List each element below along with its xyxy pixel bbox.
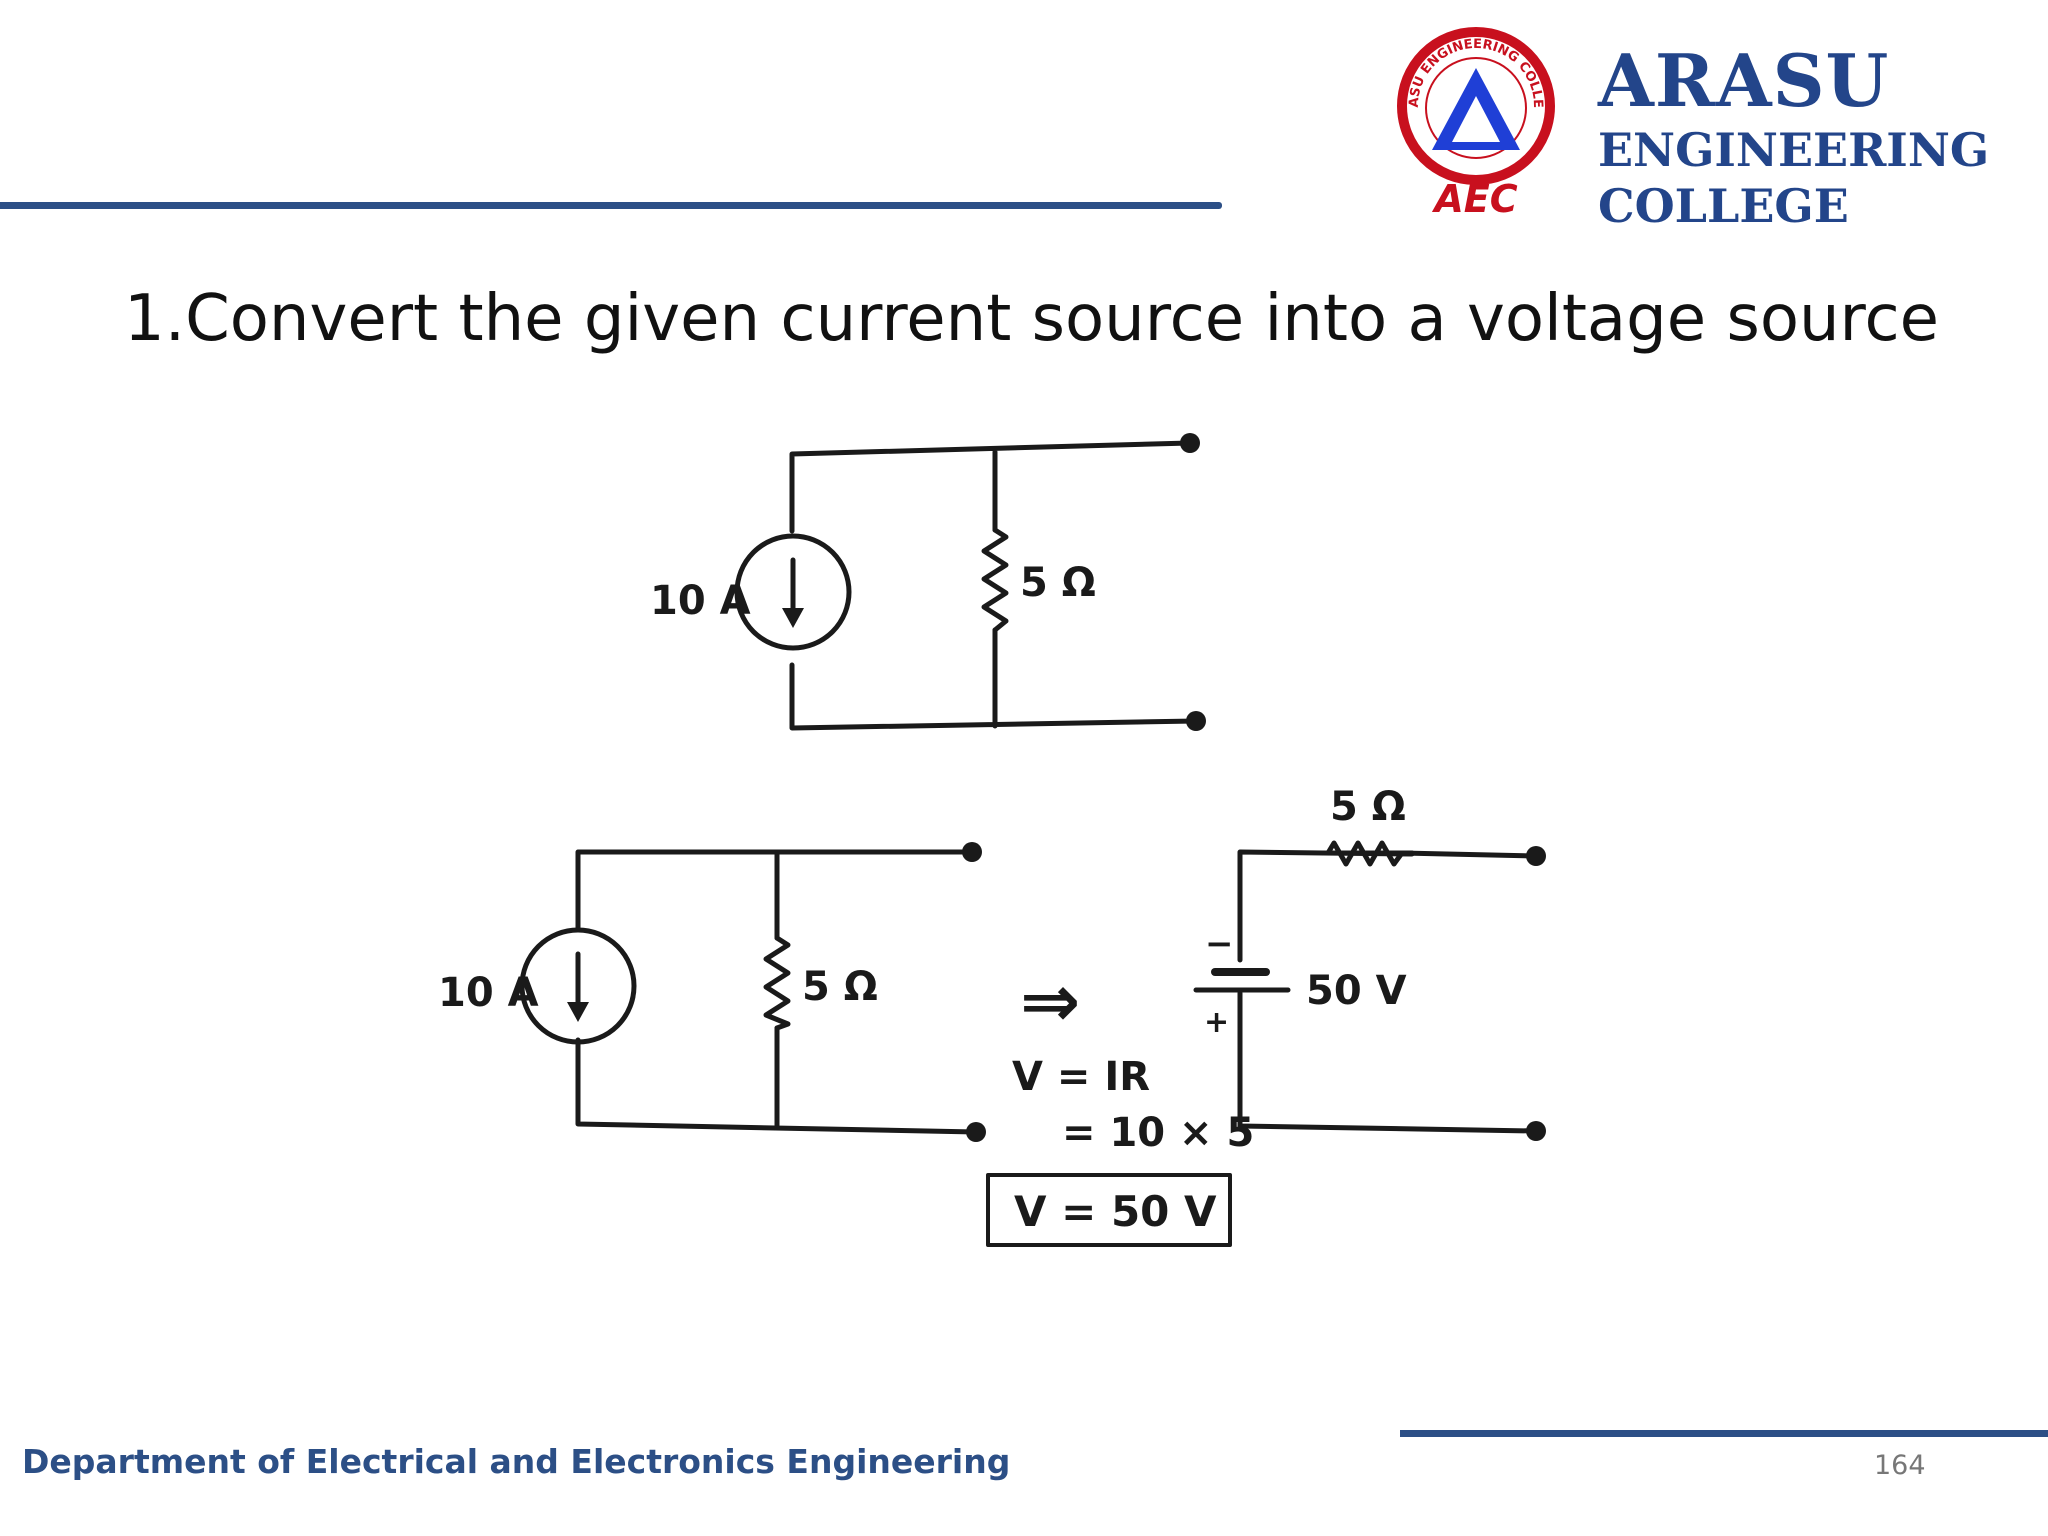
top-current-source [734, 533, 852, 651]
terminal-dot [1526, 846, 1546, 866]
battery-minus-sign: − [1205, 924, 1234, 964]
college-name: ARASU ENGINEERING COLLEGE [1598, 40, 1989, 234]
slide-title: 1.Convert the given current source into … [124, 282, 1939, 356]
bottom-left-resistor [763, 935, 791, 1031]
department-name: Department of Electrical and Electronics… [22, 1442, 1011, 1481]
bottom-left-resistor-label: 5 Ω [802, 964, 878, 1010]
terminal-dot [1186, 711, 1206, 731]
equation-line-1: V = IR [1012, 1054, 1150, 1100]
battery-plus-sign: + [1204, 1005, 1229, 1040]
top-current-label: 10 A [650, 578, 751, 624]
terminal-dot [1526, 1121, 1546, 1141]
bottom-left-current-label: 10 A [438, 970, 539, 1016]
page-number: 164 [1874, 1450, 1926, 1481]
top-resistor [981, 527, 1009, 633]
college-name-line-1: ARASU [1598, 38, 1890, 123]
bottom-left-current-source [519, 927, 637, 1045]
logo-monogram: AEC [1431, 177, 1517, 221]
equivalence-arrow: ⇒ [1020, 959, 1080, 1043]
terminal-dot [1180, 433, 1200, 453]
bottom-right-series-resistor [1325, 840, 1539, 867]
logo-triangle-highlight [1452, 96, 1500, 142]
voltage-label: 50 V [1306, 968, 1407, 1014]
terminal-dot [962, 842, 982, 862]
college-name-line-3: COLLEGE [1598, 179, 1849, 233]
result-equation: V = 50 V [1014, 1187, 1217, 1236]
college-logo: ARASU ENGINEERING COLLEGE AEC [1396, 26, 1555, 221]
result-box [986, 1173, 1232, 1247]
top-arrow-head [782, 608, 804, 628]
bottom-left-circuit-wires [575, 849, 979, 1135]
top-resistor-label: 5 Ω [1020, 560, 1096, 606]
terminal-dot [966, 1122, 986, 1142]
header-rule [0, 202, 1222, 209]
college-name-line-2: ENGINEERING [1598, 123, 1990, 177]
top-circuit-wires [789, 440, 1199, 731]
footer-rule [1400, 1430, 2048, 1437]
equation-line-2: = 10 × 5 [1062, 1110, 1254, 1156]
series-resistor-label: 5 Ω [1330, 784, 1406, 830]
bottom-left-arrow-head [567, 1002, 589, 1022]
